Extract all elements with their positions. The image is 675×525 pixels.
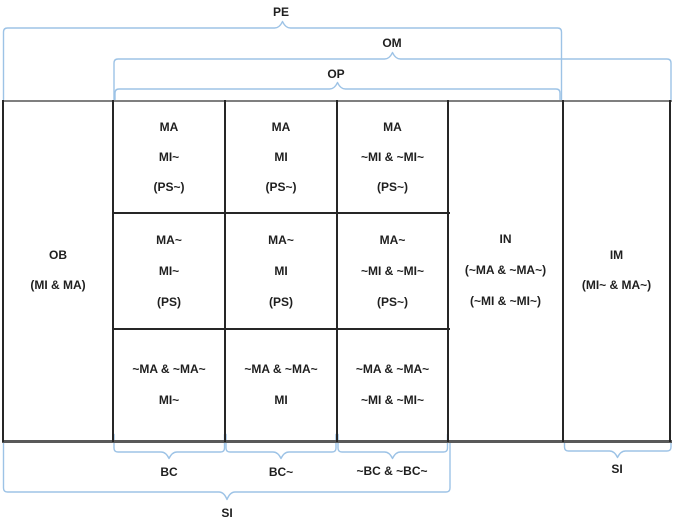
grid-cell-r3c2: ~MA & ~MA~ MI (226, 330, 336, 440)
pe-label: PE (272, 5, 290, 19)
cell-line: MA (383, 119, 402, 134)
cell-line: OB (49, 247, 67, 262)
si-right-label: SI (611, 462, 623, 476)
cell-line: MA~ (156, 232, 182, 247)
om-label: OM (382, 36, 402, 50)
cell-line: MA~ (268, 232, 294, 247)
cell-line: (PS) (269, 294, 293, 309)
cell-line: MI (274, 393, 288, 407)
si-right-brace (563, 441, 672, 459)
col-border-right (669, 100, 671, 442)
bc-tilde-brace (225, 433, 337, 460)
cell-line: (MI~ & MA~) (581, 277, 652, 292)
cell-line: MI (274, 263, 288, 278)
grid-cell-r2c1: MA~ MI~ (PS) (114, 214, 224, 328)
cell-line: IN (499, 231, 512, 246)
cell-line: MA (271, 119, 291, 134)
pe-brace (2, 20, 563, 101)
bc-tilde-label: BC~ (268, 465, 294, 479)
cell-line: MA~ (379, 232, 406, 247)
not-bc-label: ~BC & ~BC~ (356, 464, 428, 478)
grid-cell-r1c1: MA MI~ (PS~) (114, 102, 224, 212)
grid-cell-r3c1: ~MA & ~MA~ MI~ (114, 330, 224, 440)
cell-line: MI (274, 149, 288, 164)
grid-cell-r1c2: MA MI (PS~) (226, 102, 336, 212)
cell-line: ~MA & ~MA~ (355, 362, 430, 376)
in-cell: IN (~MA & ~MA~) (~MI & ~MI~) (449, 100, 562, 440)
bc-brace (113, 433, 226, 460)
row-divider-1 (112, 212, 450, 214)
cell-line: ~MA & ~MA~ (132, 362, 206, 376)
om-brace (113, 51, 672, 101)
im-cell: IM (MI~ & MA~) (564, 100, 669, 440)
grid-cell-r1c3: MA ~MI & ~MI~ (PS~) (338, 102, 447, 212)
grid-cell-r2c3: MA~ ~MI & ~MI~ (PS~) (338, 214, 447, 328)
op-label: OP (327, 67, 345, 81)
col-border-3 (336, 100, 338, 442)
op-brace (114, 81, 561, 101)
cell-line: MI~ (158, 263, 180, 278)
cell-line: (PS) (157, 294, 181, 309)
col-border-1 (112, 100, 114, 442)
col-border-2 (224, 100, 226, 442)
cell-line: (PS~) (153, 179, 185, 194)
not-bc-brace (337, 433, 449, 460)
cell-line: (PS~) (265, 179, 297, 194)
col-border-4 (447, 100, 449, 442)
bc-label: BC (160, 465, 178, 479)
ob-cell: OB (MI & MA) (4, 100, 112, 440)
col-border-5 (562, 100, 564, 442)
si-bottom-brace (2, 442, 451, 501)
si-bottom-label: SI (221, 506, 233, 520)
cell-line: ~MI & ~MI~ (360, 263, 425, 278)
cell-line: MA (159, 119, 179, 134)
cell-line: ~MA & ~MA~ (244, 362, 318, 376)
cell-line: MI~ (158, 149, 180, 164)
grid-cell-r3c3: ~MA & ~MA~ ~MI & ~MI~ (338, 330, 447, 440)
cell-line: (~MI & ~MI~) (469, 293, 541, 308)
grid-cell-r2c2: MA~ MI (PS) (226, 214, 336, 328)
cell-line: ~MI & ~MI~ (360, 149, 425, 164)
cell-line: (MI & MA) (30, 277, 86, 292)
cell-line: (PS~) (376, 179, 408, 194)
row-divider-2 (112, 328, 450, 330)
cell-line: IM (609, 247, 624, 262)
cell-line: ~MI & ~MI~ (360, 393, 425, 407)
col-border-left (2, 100, 4, 442)
cell-line: MI~ (158, 393, 180, 407)
cell-line: (PS~) (376, 294, 408, 309)
cell-line: (~MA & ~MA~) (464, 262, 547, 277)
